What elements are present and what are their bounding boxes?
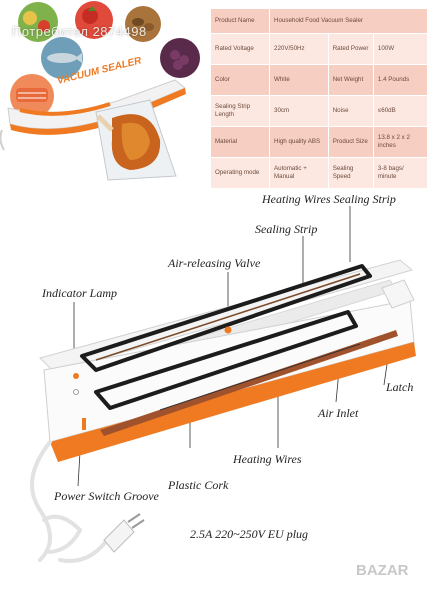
spec-value: 100W — [372, 33, 429, 65]
label-air-inlet: Air Inlet — [318, 406, 359, 420]
spec-value: 3-8 bags/ minute — [372, 157, 429, 189]
spec-row: Sealing Strip Length 30cm Noise ≤60dB — [210, 95, 429, 127]
sealer-diagram — [30, 206, 416, 563]
spec-label: Noise — [327, 95, 374, 127]
spec-row: Color White Net Weight 1.4 Pounds — [210, 64, 429, 96]
spec-label: Product Size — [327, 126, 374, 158]
power-switch-groove — [82, 418, 86, 430]
spec-label: Sealing Strip Length — [210, 95, 270, 127]
spec-label: Sealing Speed — [327, 157, 374, 189]
spec-value: 1.4 Pounds — [372, 64, 429, 96]
spec-row: Product Name Household Food Vacuum Seale… — [210, 8, 428, 34]
air-releasing-valve-icon — [224, 326, 232, 334]
plastic-cork — [159, 343, 361, 411]
label-latch: Latch — [386, 380, 414, 394]
spec-row: Material High quality ABS Product Size 1… — [210, 126, 429, 158]
product-photo: VACUUM SEALER — [0, 1, 200, 181]
label-heating-wires: Heating Wires — [233, 452, 302, 466]
sealing-strip-gasket — [80, 264, 372, 372]
button-icon — [73, 389, 79, 395]
label-plug: 2.5A 220~250V EU plug — [190, 527, 309, 541]
eu-plug-icon — [103, 513, 145, 553]
air-inlet-gasket — [94, 310, 358, 410]
spec-table: Product Name Household Food Vacuum Seale… — [210, 8, 429, 189]
heating-wires-sealing-strip — [95, 273, 361, 361]
food-bubble-nuts-icon — [125, 6, 161, 42]
spec-label: Rated Power — [327, 33, 374, 65]
spec-value: 13.8 x 2 x 2 inches — [372, 126, 429, 158]
spec-label: Net Weight — [327, 64, 374, 96]
food-bubble-strawberry-icon — [75, 1, 113, 39]
food-bubble-grapes-icon — [160, 38, 200, 78]
spec-value: 220V/50Hz — [269, 33, 329, 65]
spec-label: Operating mode — [210, 157, 270, 189]
label-air-releasing-valve: Air-releasing Valve — [168, 256, 261, 270]
spec-value: 30cm — [269, 95, 329, 127]
vacuum-bag-chicken-image — [95, 99, 177, 181]
spec-row: Operating mode Automatic + Manual Sealin… — [210, 157, 429, 189]
food-bubble-fish-icon — [41, 37, 83, 79]
indicator-lamp-icon — [73, 373, 79, 379]
label-sealing-strip: Sealing Strip — [255, 222, 318, 236]
spec-value: White — [269, 64, 329, 96]
food-bubble-vegetables-icon — [18, 2, 58, 42]
food-bubble-salmon-icon — [10, 74, 54, 118]
watermark-user-text: Потребител 2874498 — [12, 24, 147, 39]
spec-label: Color — [210, 64, 270, 96]
spec-value: High quality ABS — [269, 126, 329, 158]
spec-label: Rated Voltage — [210, 33, 270, 65]
spec-value: ≤60dB — [372, 95, 429, 127]
spec-label: Product Name — [210, 8, 270, 34]
spec-row: Rated Voltage 220V/50Hz Rated Power 100W — [210, 33, 429, 65]
label-plastic-cork: Plastic Cork — [168, 478, 229, 492]
label-heating-wires-sealing-strip: Heating Wires Sealing Strip — [262, 192, 396, 206]
label-indicator-lamp: Indicator Lamp — [42, 286, 117, 300]
spec-label: Material — [210, 126, 270, 158]
spec-value: Household Food Vacuum Sealer — [269, 8, 428, 34]
label-power-switch-groove: Power Switch Groove — [54, 489, 159, 503]
spec-value: Automatic + Manual — [269, 157, 329, 189]
watermark-brand-logo: BAZAR — [356, 562, 409, 579]
